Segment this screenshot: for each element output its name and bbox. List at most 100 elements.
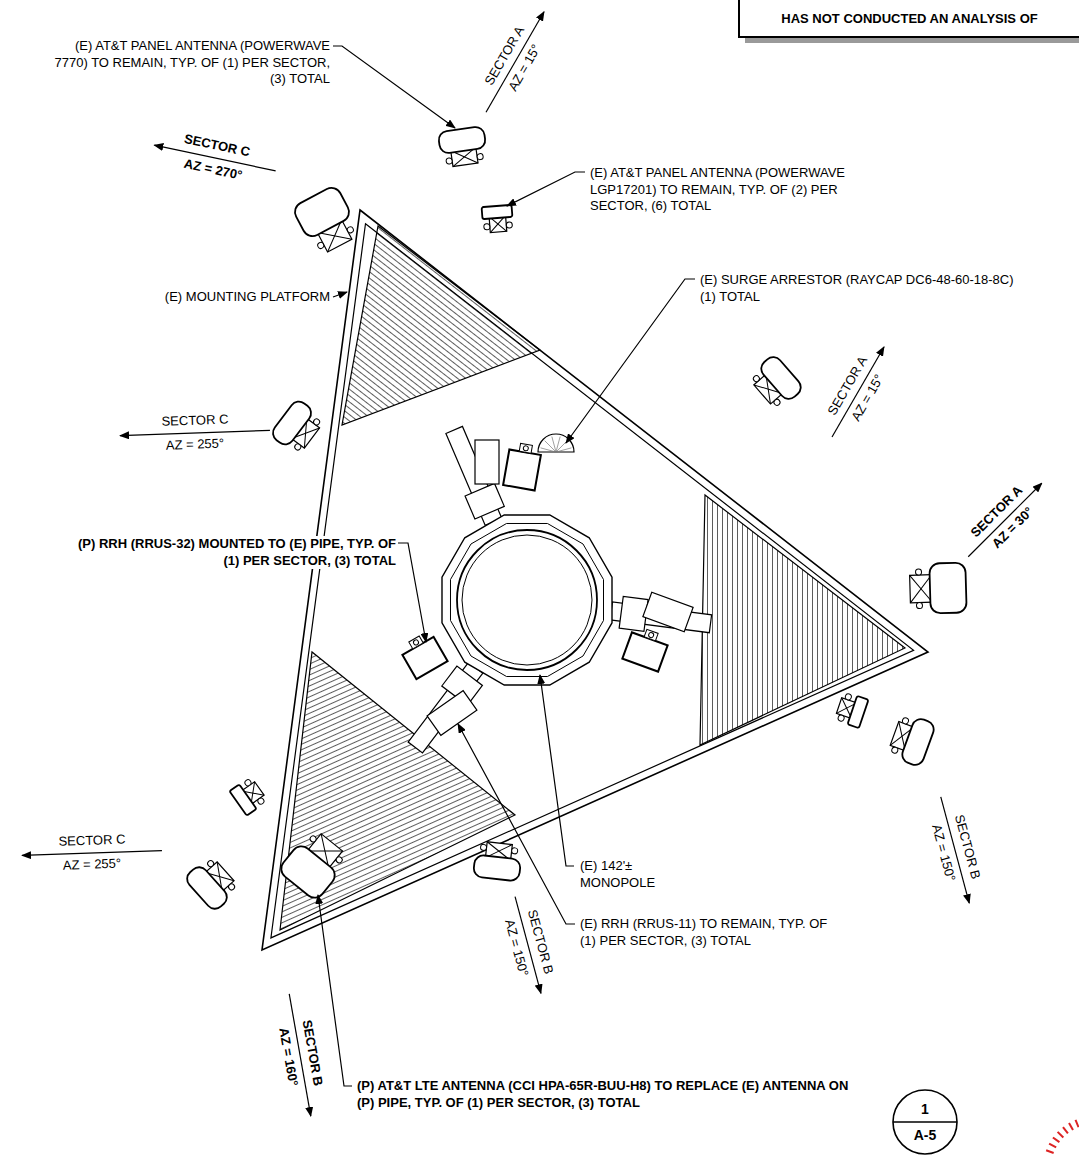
bolt bbox=[317, 241, 325, 249]
bubble-divider bbox=[893, 1121, 957, 1122]
azimuth-arrow bbox=[120, 430, 270, 435]
rrh-proposed bbox=[503, 442, 542, 491]
panel-antenna bbox=[834, 691, 868, 728]
panel-antenna bbox=[473, 841, 523, 882]
bolt bbox=[752, 374, 760, 382]
monopole bbox=[462, 535, 592, 665]
callout-text: (E) AT&T PANEL ANTENNA (POWERWAVE LGP172… bbox=[588, 165, 888, 215]
seal-stamp bbox=[1058, 1132, 1064, 1138]
seal-stamp bbox=[1076, 1120, 1079, 1127]
proposed-antenna bbox=[909, 562, 966, 614]
antenna-panel bbox=[482, 205, 513, 219]
platform-frame bbox=[271, 224, 914, 938]
proposed-antenna bbox=[277, 827, 351, 902]
rrh-proposed bbox=[398, 630, 447, 679]
callout-label: (E) AT&T PANEL ANTENNA (POWERWAVE LGP172… bbox=[588, 165, 888, 215]
bolt bbox=[227, 883, 235, 891]
leader-line bbox=[333, 46, 455, 128]
callout-label: (E) SURGE ARRESTOR (RAYCAP DC6-48-60-18-… bbox=[698, 272, 1028, 305]
bolt bbox=[413, 639, 420, 646]
callout-label: (E) RRH (RRUS-11) TO REMAIN, TYP. OF (1)… bbox=[578, 916, 838, 949]
bolt bbox=[206, 859, 214, 867]
rrh-bracket bbox=[644, 629, 658, 641]
mount-collar bbox=[442, 515, 612, 685]
callout-label: AZ = 255° bbox=[164, 436, 227, 455]
antenna-panel bbox=[291, 184, 352, 239]
callout-text: (E) 142'± MONOPOLE bbox=[578, 858, 698, 891]
surge-arrestor-detail bbox=[556, 448, 571, 452]
panel-antenna bbox=[887, 712, 937, 768]
bolt bbox=[257, 797, 265, 805]
azimuth-arrow bbox=[22, 851, 162, 856]
callout-label: (E) 142'± MONOPOLE bbox=[578, 858, 698, 891]
callout-label: SECTOR C bbox=[56, 831, 127, 850]
proposed-antenna bbox=[291, 184, 361, 257]
rrh-existing bbox=[427, 691, 477, 736]
bolt bbox=[309, 835, 317, 843]
detail-top: 1 bbox=[891, 1101, 959, 1117]
antenna-panel bbox=[758, 353, 805, 402]
antenna-panel bbox=[473, 855, 521, 882]
bolt bbox=[294, 443, 302, 451]
callout-text: AZ = 255° bbox=[61, 856, 124, 875]
bolt bbox=[446, 158, 453, 165]
rrh-existing bbox=[475, 440, 499, 484]
leader-line bbox=[566, 279, 695, 443]
bolt bbox=[837, 714, 845, 722]
callout-text: AZ = 160° bbox=[275, 1025, 302, 1090]
callout-label: (P) RRH (RRUS-32) MOUNTED TO (E) PIPE, T… bbox=[62, 536, 398, 569]
callout-label: AZ = 255° bbox=[61, 856, 124, 875]
bolt bbox=[773, 398, 781, 406]
callout-text: SECTOR C bbox=[56, 831, 127, 850]
rrh-existing-body bbox=[643, 592, 693, 631]
antenna-panel bbox=[277, 842, 339, 901]
callout-text: (P) RRH (RRUS-32) MOUNTED TO (E) PIPE, T… bbox=[62, 536, 398, 569]
surge-arrestor bbox=[538, 434, 574, 452]
rrh-proposed-body bbox=[622, 632, 667, 671]
bubble-circle bbox=[893, 1090, 957, 1154]
callout-text: AZ = 270° bbox=[180, 155, 245, 184]
antenna-panel bbox=[929, 562, 966, 613]
callout-label: SECTOR C bbox=[159, 411, 230, 430]
antenna-panel bbox=[269, 398, 314, 448]
detail-bottom: A-5 bbox=[891, 1127, 959, 1143]
bolt bbox=[312, 418, 320, 426]
callout-text: (E) RRH (RRUS-11) TO REMAIN, TYP. OF (1)… bbox=[578, 916, 838, 949]
bolt bbox=[244, 779, 252, 787]
rrh-proposed-body bbox=[402, 637, 447, 679]
bolt bbox=[511, 848, 518, 855]
panel-antenna bbox=[229, 776, 268, 815]
leader-line bbox=[398, 543, 426, 642]
rrh-existing bbox=[643, 592, 693, 631]
leader-line bbox=[458, 724, 575, 924]
callout-label: (E) MOUNTING PLATFORM bbox=[130, 289, 332, 306]
rrh-bracket bbox=[409, 636, 423, 649]
bolt bbox=[648, 632, 654, 638]
callout-text: (E) MOUNTING PLATFORM bbox=[130, 289, 332, 306]
callout-text: (E) AT&T PANEL ANTENNA (POWERWAVE 7770) … bbox=[40, 38, 332, 88]
antenna-panel bbox=[183, 864, 230, 913]
rrh-existing-body bbox=[475, 440, 499, 484]
leader-line bbox=[540, 675, 574, 866]
rrh-bracket bbox=[519, 443, 532, 453]
bubble-outline bbox=[891, 1088, 959, 1156]
seal-stamp bbox=[1053, 1137, 1059, 1142]
callout-text: SECTOR B bbox=[297, 1017, 326, 1090]
seal-stamp bbox=[1049, 1144, 1056, 1148]
bolt bbox=[916, 602, 922, 608]
leader-line bbox=[333, 292, 347, 297]
leader-line bbox=[318, 895, 352, 1086]
callout-label: (P) AT&T LTE ANTENNA (CCI HPA-65R-BUU-H8… bbox=[355, 1078, 865, 1111]
bolt bbox=[335, 856, 343, 864]
bolt bbox=[346, 226, 354, 234]
panel-antenna bbox=[747, 353, 804, 411]
callout-label: (E) AT&T PANEL ANTENNA (POWERWAVE 7770) … bbox=[40, 38, 332, 88]
bolt bbox=[506, 222, 512, 228]
seal-stamp bbox=[1069, 1123, 1073, 1130]
rrh-proposed bbox=[622, 625, 670, 672]
bolt bbox=[845, 693, 853, 701]
callout-label: AZ = 160° bbox=[275, 1025, 302, 1090]
leader-line bbox=[507, 172, 585, 206]
detail-bubble: 1A-5 bbox=[891, 1088, 959, 1156]
callout-label: SECTOR B bbox=[297, 1017, 326, 1090]
